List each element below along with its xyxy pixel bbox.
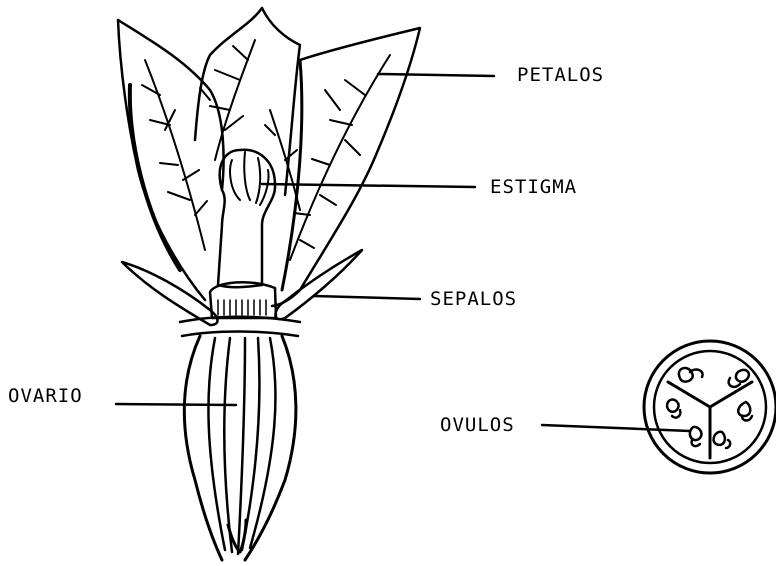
right-petal <box>272 28 420 306</box>
label-ovulos: OVULOS <box>440 414 515 436</box>
petalos-leader <box>378 74 494 76</box>
label-petalos: PETALOS <box>517 64 604 86</box>
left-petal-edge <box>130 85 180 270</box>
left-sepal <box>122 262 218 325</box>
center-petal <box>195 8 300 195</box>
leader-lines <box>116 74 690 431</box>
ovary <box>184 336 296 560</box>
ovario-leader <box>116 404 236 405</box>
sepals <box>122 250 362 336</box>
label-ovario: OVARIO <box>8 385 83 407</box>
petals <box>118 8 420 306</box>
calyx-ring <box>180 317 300 336</box>
ovulos-leader <box>542 425 690 431</box>
petal-veins <box>142 40 390 260</box>
sepalos-leader <box>314 296 420 299</box>
labels: PETALOS ESTIGMA SEPALOS OVARIO OVULOS <box>8 64 604 436</box>
ovary-cross-section <box>644 341 776 473</box>
stigma <box>210 150 276 318</box>
label-sepalos: SEPALOS <box>430 288 517 310</box>
label-estigma: ESTIGMA <box>490 176 577 198</box>
